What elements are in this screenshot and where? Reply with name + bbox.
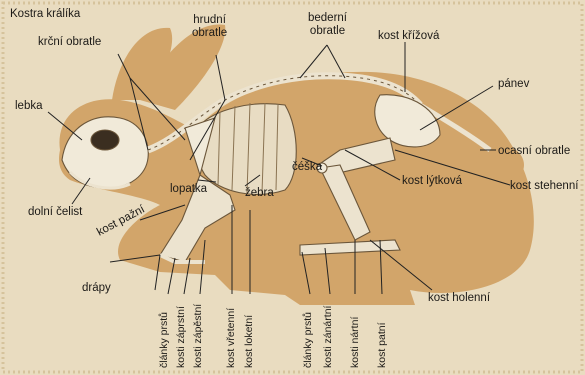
- label-kost-krizova: kost křížová: [378, 30, 439, 43]
- label-lebka: lebka: [15, 100, 43, 113]
- label-kost-holenni: kost holenní: [428, 292, 490, 305]
- label-kosti-zapestni: kosti zápěstní: [193, 304, 204, 368]
- label-kost-vretenni: kost vřetenní: [226, 308, 237, 368]
- label-kost-stehenni: kost stehenní: [510, 180, 578, 193]
- label-clanky-prstu-hind: články prstů: [303, 312, 314, 368]
- ribcage: [197, 104, 297, 195]
- label-kosti-zandartni: kosti zánártní: [323, 306, 334, 368]
- label-hrudni-obratle: hrudní obratle: [192, 14, 227, 39]
- label-panev: pánev: [498, 78, 529, 91]
- label-drapy: drápy: [82, 282, 111, 295]
- label-bederni-obratle: bederní obratle: [308, 12, 347, 37]
- label-ocasni-obratle: ocasní obratle: [498, 145, 570, 158]
- label-zebra: žebra: [245, 187, 274, 200]
- label-krcni-obratle: krční obratle: [38, 36, 101, 49]
- label-kost-patni: kost patní: [377, 322, 388, 368]
- label-kost-lytkova: kost lýtková: [402, 175, 462, 188]
- label-kosti-zaprstni: kosti záprstní: [176, 306, 187, 368]
- label-kost-loketni: kost loketní: [244, 315, 255, 368]
- diagram-title: Kostra králíka: [10, 8, 80, 21]
- label-lopatka: lopatka: [170, 183, 207, 196]
- label-kosti-nartni: kosti nártní: [350, 317, 361, 368]
- label-dolni-celist: dolní čelist: [28, 206, 82, 219]
- label-ceska: čéška: [292, 161, 322, 174]
- label-clanky-prstu-front: články prstů: [159, 312, 170, 368]
